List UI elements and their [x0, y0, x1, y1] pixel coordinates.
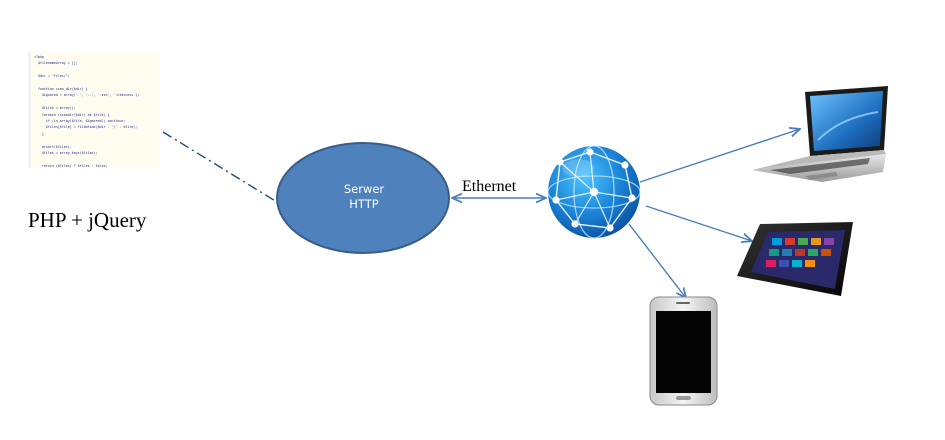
link-to-tablet	[645, 205, 752, 241]
link-to-phone	[628, 223, 686, 298]
ethernet-label: Ethernet	[462, 178, 517, 195]
php-jquery-label: PHP + jQuery	[28, 208, 147, 232]
php-code-screenshot: <?php $filenameArray = []; $dir = "files…	[28, 52, 159, 168]
link-to-laptop	[639, 129, 800, 183]
server-label: Serwer HTTP	[300, 182, 428, 212]
code-snippet-text: <?php $filenameArray = []; $dir = "files…	[34, 55, 140, 168]
http-server-node	[276, 142, 450, 254]
server-label-line1: Serwer	[343, 182, 385, 196]
server-label-line2: HTTP	[349, 197, 379, 211]
code-to-server-connector	[162, 131, 278, 203]
laptop-icon	[752, 86, 888, 182]
tablet-icon	[737, 222, 853, 296]
smartphone-icon	[649, 296, 718, 406]
network-globe-icon	[547, 145, 641, 239]
